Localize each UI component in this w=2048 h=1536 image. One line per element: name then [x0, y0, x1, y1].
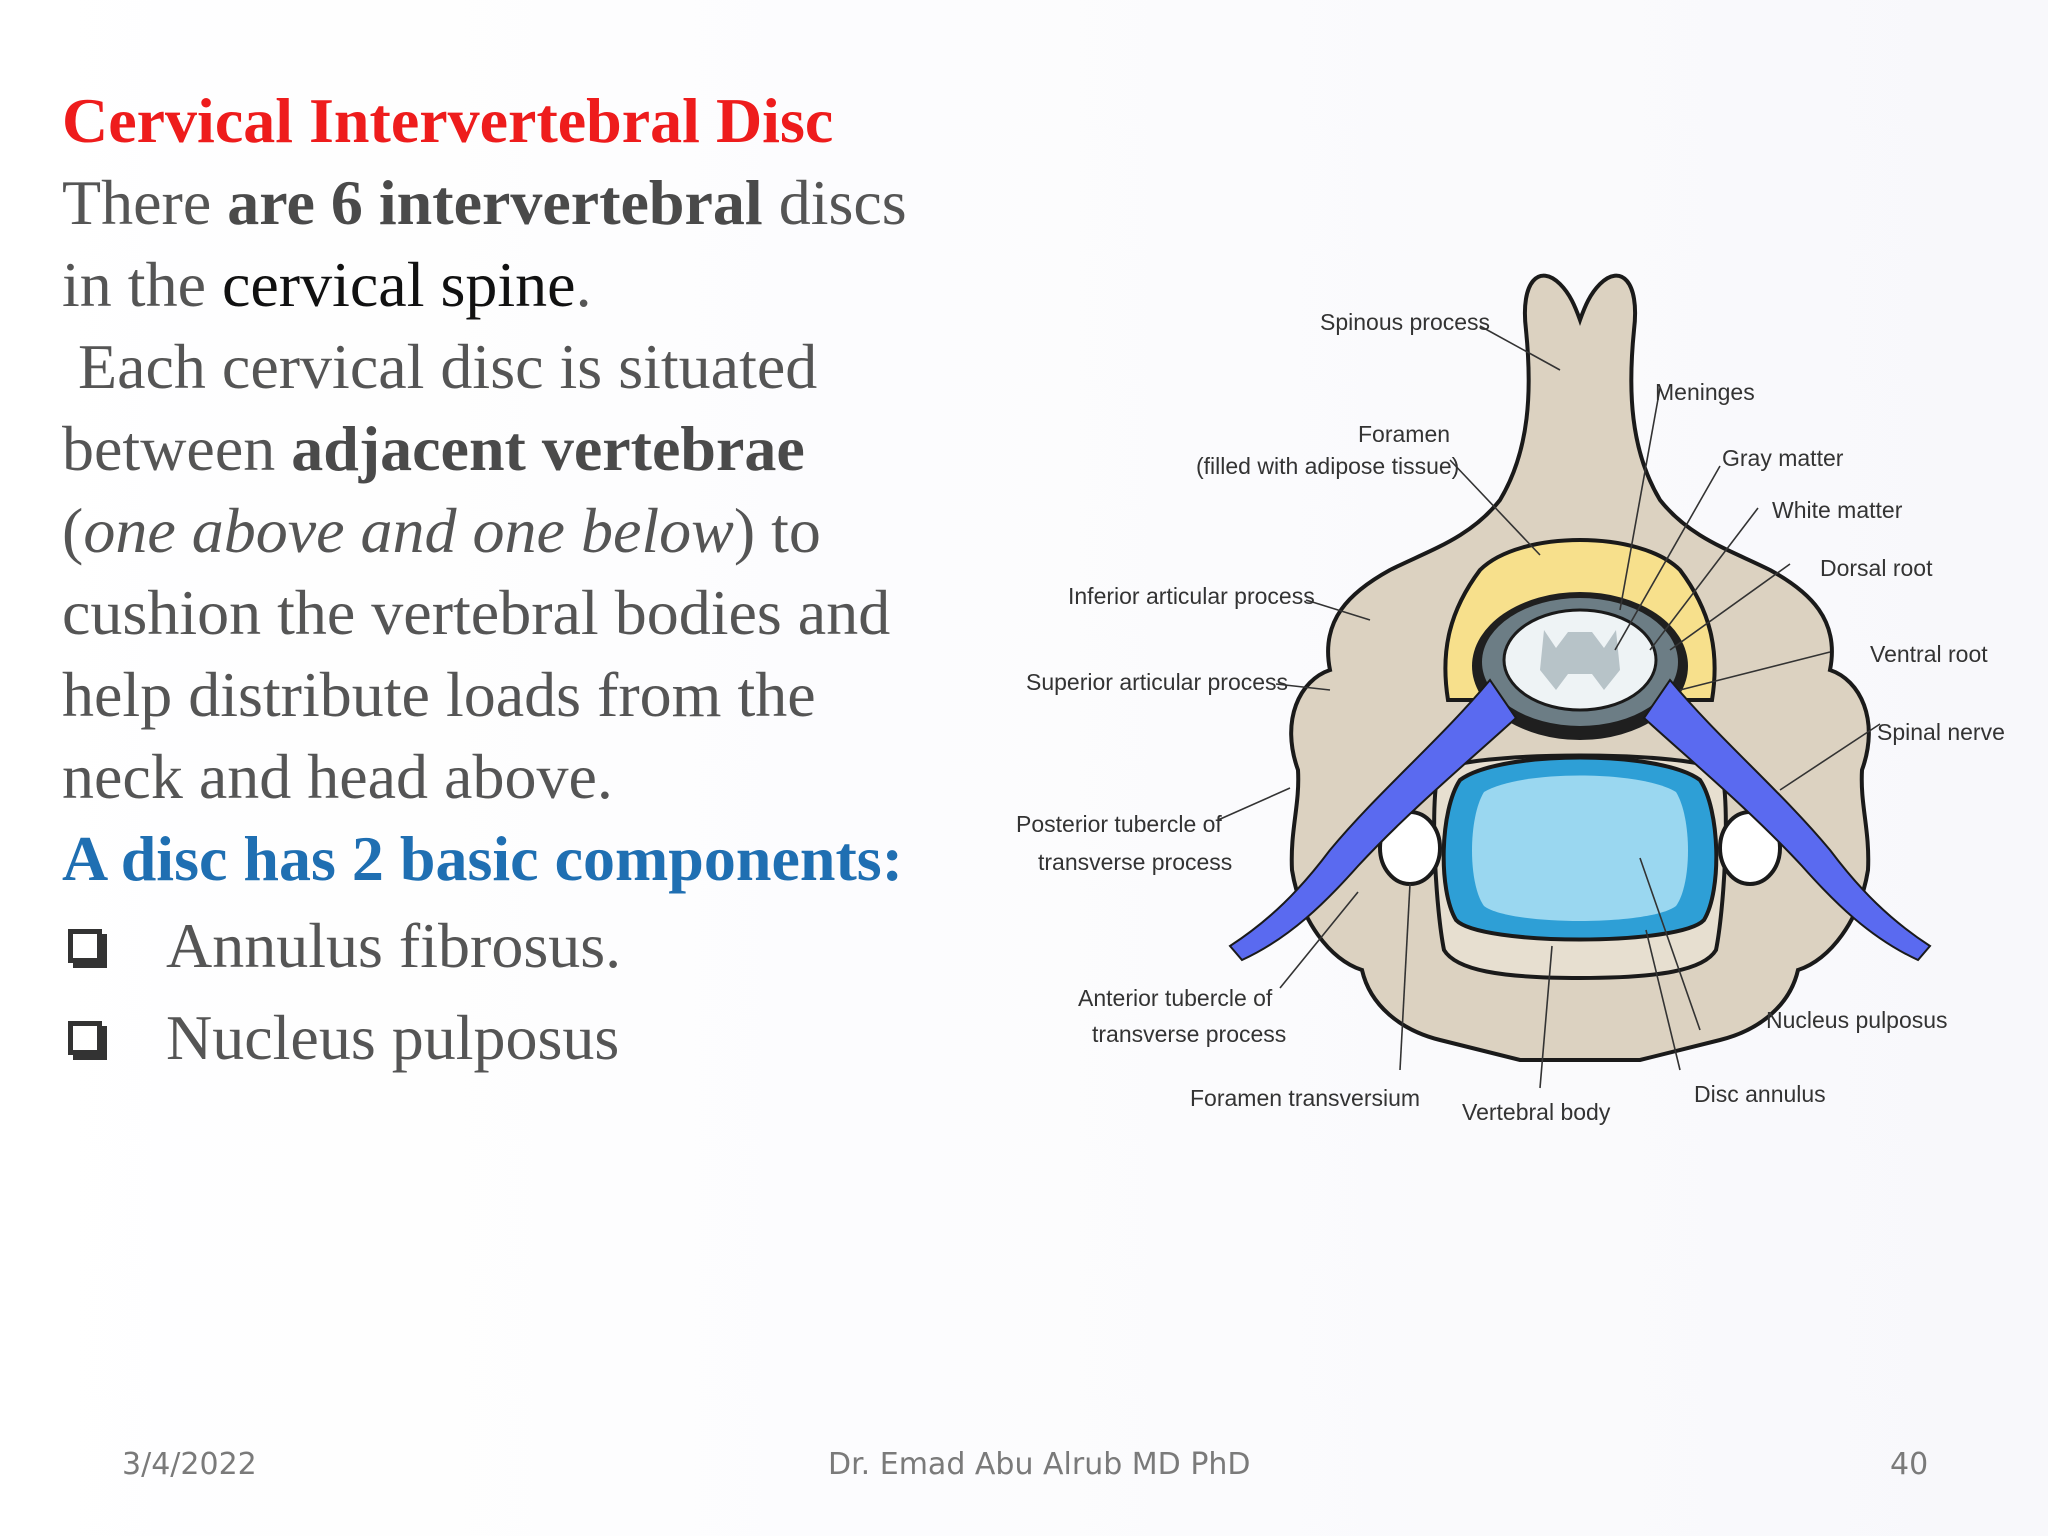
- label-foramen-detail: (filled with adipose tissue): [1196, 453, 1459, 479]
- label-foramen: Foramen: [1358, 421, 1450, 447]
- label-white-matter: White matter: [1772, 497, 1903, 523]
- label-disc-annulus: Disc annulus: [1694, 1081, 1826, 1107]
- paragraph-line: cushion the vertebral bodies and: [62, 577, 891, 648]
- label-dorsal-root: Dorsal root: [1820, 555, 1933, 581]
- slide-title: Cervical Intervertebral Disc: [62, 85, 834, 156]
- text-run: .: [575, 249, 592, 320]
- spinal-nerve-right: [1642, 678, 1932, 962]
- checkbox-bullet-icon: [68, 929, 102, 963]
- bullet-text: Nucleus pulposus: [166, 1002, 620, 1073]
- gray-matter: [1540, 630, 1620, 690]
- spinal-nerve-left: [1228, 678, 1518, 962]
- label-posterior-tubercle-2: transverse process: [1038, 849, 1232, 875]
- text-run: in the: [62, 249, 222, 320]
- footer-date: 3/4/2022: [122, 1447, 257, 1482]
- label-nucleus-pulposus: Nucleus pulposus: [1766, 1007, 1948, 1033]
- checkbox-bullet-icon: [68, 1021, 102, 1055]
- bullet-item: Nucleus pulposus: [62, 992, 982, 1084]
- footer-page-number: 40: [1890, 1447, 1929, 1482]
- leader-lines: [1217, 325, 1881, 1089]
- cervical-vertebra-diagram: Spinous process Meninges Foramen (filled…: [1016, 273, 2005, 1125]
- label-spinous-process: Spinous process: [1320, 309, 1490, 335]
- text-run-bold: adjacent vertebrae: [291, 413, 805, 484]
- label-spinal-nerve: Spinal nerve: [1877, 719, 2005, 745]
- nucleus-pulposus: [1472, 775, 1688, 921]
- text-run-bold: are 6 intervertebral: [227, 167, 763, 238]
- text-run: discs: [762, 167, 907, 238]
- label-meninges: Meninges: [1655, 379, 1755, 405]
- bullet-item: Annulus fibrosus.: [62, 900, 982, 992]
- text-run: ) to: [733, 495, 821, 566]
- text-run: (: [62, 495, 84, 566]
- label-anterior-tubercle-2: transverse process: [1092, 1021, 1286, 1047]
- text-run: Each cervical disc is situated: [62, 331, 818, 402]
- label-anterior-tubercle: Anterior tubercle of: [1078, 985, 1273, 1011]
- paragraph-line: in the cervical spine.: [62, 244, 982, 326]
- label-superior-articular: Superior articular process: [1026, 669, 1288, 695]
- bullet-text: Annulus fibrosus.: [166, 910, 622, 981]
- paragraph-line: help distribute loads from the: [62, 659, 816, 730]
- subheading: A disc has 2 basic components:: [62, 823, 903, 894]
- paragraph-line: Each cervical disc is situated: [62, 326, 982, 408]
- text-run: between: [62, 413, 292, 484]
- footer-author: Dr. Emad Abu Alrub MD PhD: [828, 1447, 1251, 1482]
- label-gray-matter: Gray matter: [1722, 445, 1844, 471]
- text-run-italic: one above and one below: [83, 495, 734, 566]
- text-run-dark: cervical spine: [221, 249, 576, 320]
- paragraph-line: neck and head above.: [62, 741, 613, 812]
- label-ventral-root: Ventral root: [1870, 641, 1988, 667]
- label-vertebral-body: Vertebral body: [1462, 1099, 1611, 1125]
- label-posterior-tubercle: Posterior tubercle of: [1016, 811, 1222, 837]
- slide-text: Cervical Intervertebral Disc There are 6…: [62, 80, 982, 1084]
- paragraph-line: There are 6 intervertebral discs: [62, 162, 982, 244]
- paragraph-line: (one above and one below) to: [62, 490, 982, 572]
- label-foramen-transversium: Foramen transversium: [1190, 1085, 1420, 1111]
- text-run: There: [62, 167, 228, 238]
- paragraph-line: between adjacent vertebrae: [62, 408, 982, 490]
- label-inferior-articular: Inferior articular process: [1068, 583, 1315, 609]
